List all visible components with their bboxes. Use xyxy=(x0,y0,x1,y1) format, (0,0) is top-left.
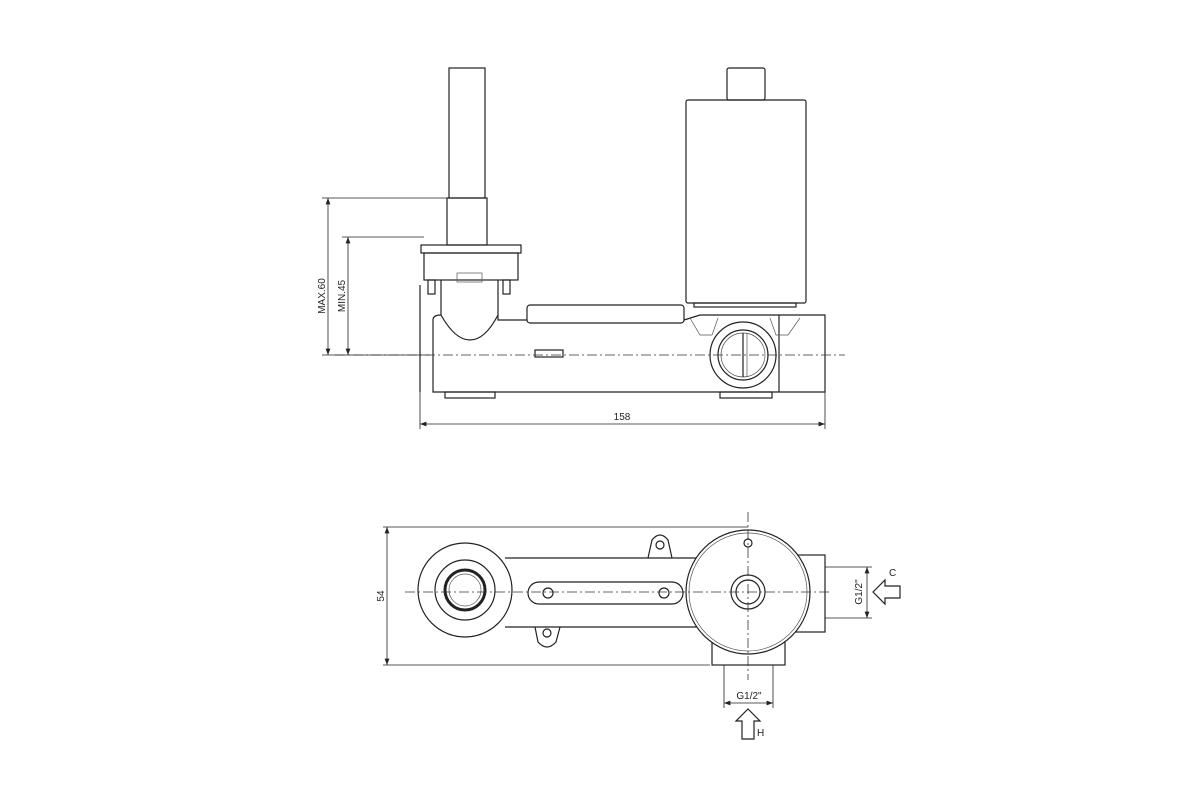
dim-min-label: MIN.45 xyxy=(337,279,348,312)
dim-max-label: MAX.60 xyxy=(317,278,328,314)
slide-plate xyxy=(526,304,685,324)
flange-plate xyxy=(420,244,522,254)
spout-stem xyxy=(448,67,486,199)
cartridge-cap xyxy=(726,67,766,101)
dim-hot-label: G1/2" xyxy=(736,691,762,702)
stud-right xyxy=(502,279,511,295)
cartridge-housing xyxy=(685,99,807,304)
stud-left xyxy=(427,279,436,295)
side-view: MAX.60 MIN.45 158 xyxy=(317,67,845,429)
adjust-slot xyxy=(527,581,684,605)
dim-length-label: 158 xyxy=(614,412,631,423)
dim-cold-label: G1/2" xyxy=(854,579,865,605)
outlet-flange xyxy=(417,542,513,638)
mount-ear-bottom xyxy=(534,626,561,648)
hot-inlet-arrow-icon xyxy=(734,708,762,740)
valve-body xyxy=(432,314,826,393)
cold-inlet-arrow-icon xyxy=(872,578,901,606)
dim-width-label: 54 xyxy=(376,590,387,602)
top-view: 54 G1/2" C xyxy=(376,512,901,740)
hot-label: H xyxy=(757,728,764,739)
flange-block xyxy=(423,252,519,281)
cold-label: C xyxy=(889,568,896,579)
stem-collar xyxy=(446,197,488,246)
neck xyxy=(440,280,499,341)
indicator-slot xyxy=(534,349,564,358)
mount-ear-top xyxy=(647,534,673,559)
